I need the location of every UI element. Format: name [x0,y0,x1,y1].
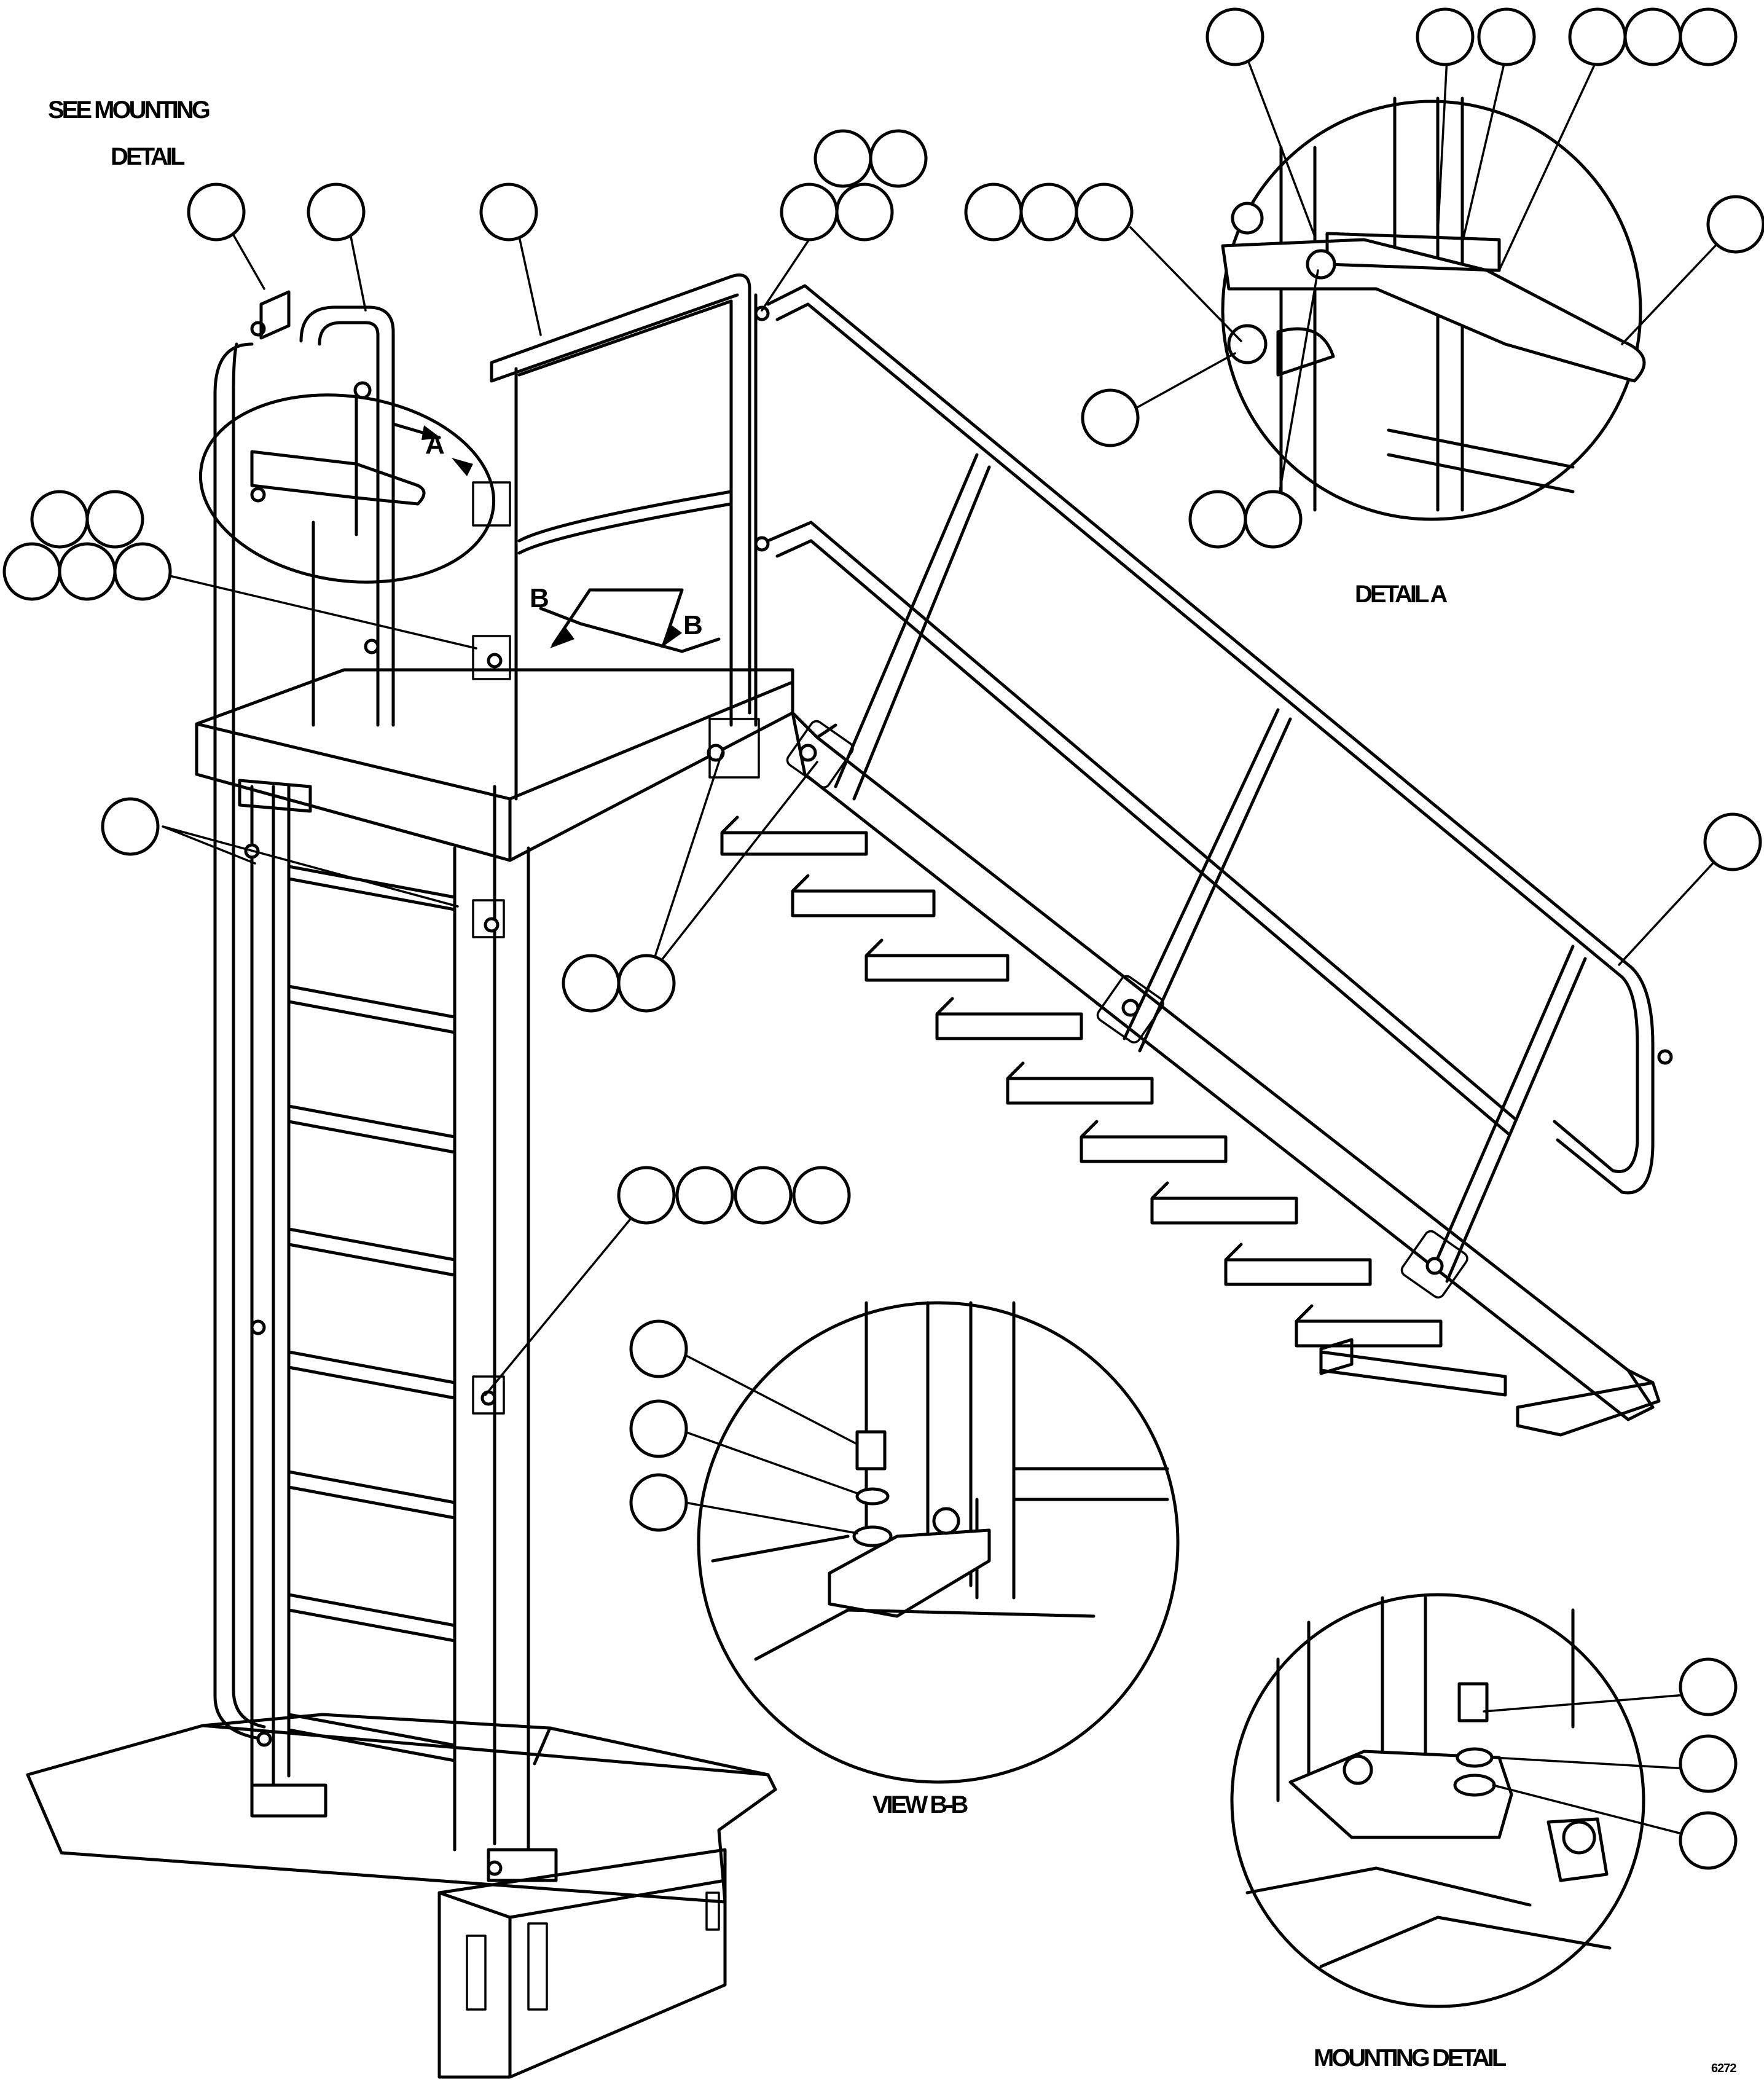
stringer-posts [834,453,1587,1283]
platform-guard-rail [490,273,751,715]
stringer-bracket-low [1400,1230,1468,1298]
detail-a-arrowhead-left [421,425,441,440]
stair-stringer [791,711,1655,1421]
mounting-detail-view [1230,1593,1645,2008]
ladder-clip-lower [472,1375,505,1415]
detail-a-view [1221,96,1646,521]
callout-leaders [137,57,1737,1842]
section-b-arrowhead-left [550,627,574,648]
see-mounting-label-line2: DETAIL [111,143,185,170]
stair-top-handrail [766,284,1655,1195]
ladder-rungs [287,865,457,1762]
base-slot [705,1891,720,1931]
stair-mid-handrail [766,520,1516,1136]
gate-frame [299,305,395,727]
ladder-clip-upper [472,899,505,938]
view-bb-label: VIEW B-B [872,1791,968,1818]
figure-number: 6272 [1711,2062,1736,2075]
base-foot-box [437,1848,727,2079]
main-assembly [26,273,1673,2079]
platform-side-wall [493,367,518,868]
section-b-cut-line [539,607,721,653]
see-mounting-label-line1: SEE MOUNTING [48,96,210,124]
latch-post [259,290,291,340]
ladder-rail-left [250,785,327,1818]
detail-a-ellipse [198,393,496,584]
grab-rail-left [213,342,266,1741]
stair-foot-plate [1516,1381,1661,1437]
stair-handrail-inner [775,302,1639,1173]
platform-lip [238,779,312,813]
callout-balloons [2,7,1764,1870]
base-hinge-right [527,1922,548,2011]
platform-post [729,293,758,727]
section-b-arrowhead-right [661,624,682,648]
post-bracket [708,718,760,779]
section-letter-b-right: B [683,610,703,640]
mounting-detail-label: MOUNTING DETAIL [1314,2045,1507,2072]
platform-mid-rail [517,490,733,555]
gate-bars [312,391,358,727]
detail-a-label: DETAIL A [1355,581,1447,608]
stair-foot-bracket [1319,1338,1354,1375]
stair-treads [720,815,1507,1397]
base-plate-top [201,1713,770,1777]
view-bb-view [697,1301,1180,1784]
detail-a-arrowhead-right [452,458,473,476]
gate-latch-handle [250,450,426,506]
stringer-bracket-mid [1096,975,1164,1043]
bracket-bolts [244,305,1673,1876]
gate-hinge-lower [472,635,511,680]
base-hinge-left [466,1935,487,2011]
